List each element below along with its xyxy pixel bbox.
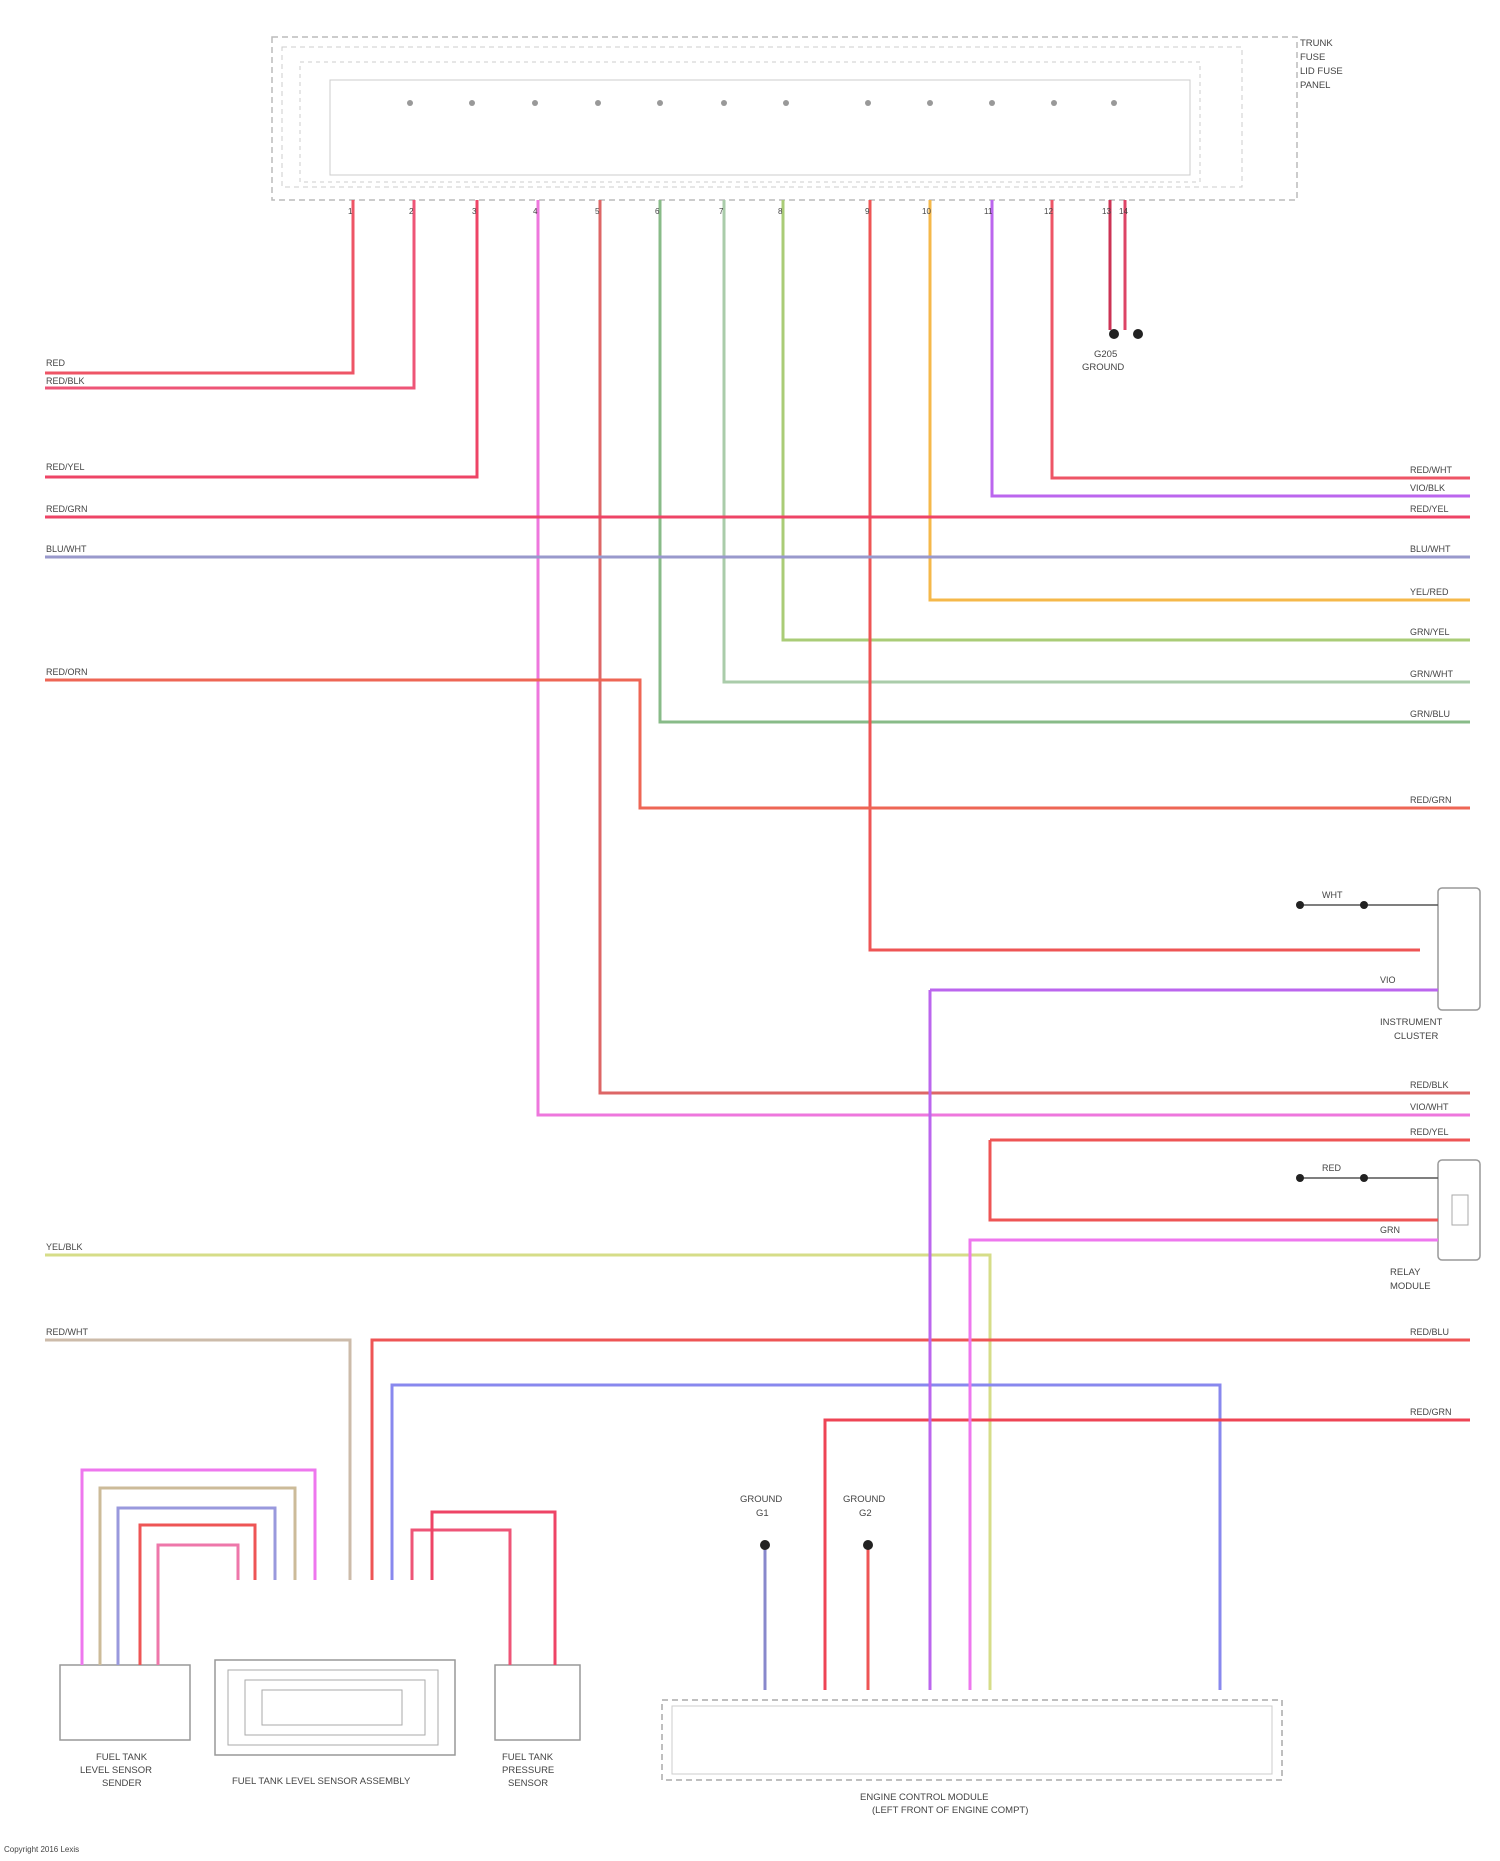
instr-cluster-label-2: CLUSTER [1394, 1031, 1438, 1042]
relay-module: RELAY MODULE [970, 1140, 1480, 1690]
top-unit-terminals [407, 100, 1117, 106]
wire-red-yel-3 [45, 200, 477, 477]
left-wire-labels: RED RED/BLK RED/YEL RED/GRN BLU/WHT RED/… [46, 358, 88, 1337]
top-unit-label-2: FUSE [1300, 52, 1325, 63]
pin-11: 11 [984, 207, 993, 216]
right-label-11: RED/YEL [1410, 1127, 1449, 1137]
fuel-sensor-right-label-2: PRESSURE [502, 1765, 554, 1776]
pin-3: 3 [472, 207, 477, 216]
left-label-red-wht: RED/WHT [46, 1327, 88, 1337]
pin-7: 7 [719, 207, 724, 216]
footer: Copyright 2016 Lexis [4, 1845, 79, 1854]
right-label-4: YEL/RED [1410, 587, 1449, 597]
right-label-2: RED/YEL [1410, 504, 1449, 514]
left-label-red-orn: RED/ORN [46, 667, 88, 677]
bottom-unit-label-1: ENGINE CONTROL MODULE [860, 1792, 988, 1803]
pin-4: 4 [533, 207, 538, 216]
right-label-10: VIO/WHT [1410, 1102, 1449, 1112]
ground-2-label-1: GROUND [843, 1494, 885, 1505]
wire-yel-blk-through [45, 1255, 990, 1690]
right-label-12: RED/BLU [1410, 1327, 1449, 1337]
wire-red-12 [1052, 200, 1470, 478]
top-unit-label-1: TRUNK [1300, 38, 1333, 49]
right-label-5: GRN/YEL [1410, 627, 1450, 637]
pin-9: 9 [865, 207, 870, 216]
pin-1: 1 [348, 207, 353, 216]
right-label-7: GRN/BLU [1410, 709, 1450, 719]
bottom-unit: ENGINE CONTROL MODULE (LEFT FRONT OF ENG… [662, 1700, 1282, 1816]
fuel-sensor-left-label-3: SENDER [102, 1778, 142, 1789]
right-label-6: GRN/WHT [1410, 669, 1453, 679]
pin-13: 13 [1102, 207, 1111, 216]
misc-label-0: WHT [1322, 890, 1343, 900]
fuel-sensor-left: FUEL TANK LEVEL SENSOR SENDER [60, 1470, 315, 1789]
fuel-sensor-right: FUEL TANK PRESSURE SENSOR [412, 1512, 580, 1789]
misc-label-2: VIO [1380, 975, 1396, 985]
fuel-sensor-right-label-1: FUEL TANK [502, 1752, 554, 1763]
instr-cluster-label-1: INSTRUMENT [1380, 1017, 1442, 1028]
fuel-pump-assembly: FUEL TANK LEVEL SENSOR ASSEMBLY [215, 1660, 455, 1787]
wire-red-blk-2 [45, 200, 414, 388]
bottom-unit-label-2: (LEFT FRONT OF ENGINE COMPT) [872, 1805, 1028, 1816]
pin-8: 8 [778, 207, 783, 216]
wire-red-ecm-2 [372, 1340, 1470, 1580]
right-label-8: RED/GRN [1410, 795, 1452, 805]
pin-10: 10 [922, 207, 931, 216]
wire-vio-4 [538, 200, 1470, 1115]
ground-top-label-1: G205 [1094, 349, 1117, 360]
relay-label-2: MODULE [1390, 1281, 1431, 1292]
right-label-0: RED/WHT [1410, 465, 1452, 475]
misc-label-1: RED [1322, 1163, 1342, 1173]
pin-12: 12 [1044, 207, 1053, 216]
fuel-pump-assembly-label: FUEL TANK LEVEL SENSOR ASSEMBLY [232, 1776, 411, 1787]
top-drop-wires [45, 200, 1470, 1115]
left-label-red: RED [46, 358, 66, 368]
wire-red-1 [45, 200, 353, 373]
ground-1-label-2: G1 [756, 1508, 769, 1519]
wire-red-9 [870, 200, 1420, 950]
right-label-9: RED/BLK [1410, 1080, 1449, 1090]
fuel-sensor-left-label-1: FUEL TANK [96, 1752, 148, 1763]
ground-bottom: GROUND G1 GROUND G2 [740, 1494, 885, 1690]
ground-2-label-2: G2 [859, 1508, 872, 1519]
fuel-sensor-right-label-3: SENSOR [508, 1778, 548, 1789]
misc-label-3: GRN [1380, 1225, 1400, 1235]
right-label-3: BLU/WHT [1410, 544, 1451, 554]
misc-labels: WHT RED VIO GRN [1322, 890, 1400, 1235]
left-label-red-blk: RED/BLK [46, 376, 85, 386]
ground-top-label-2: GROUND [1082, 362, 1124, 373]
top-unit: TRUNK FUSE LID FUSE PANEL [272, 37, 1343, 200]
top-unit-label-3: LID FUSE [1300, 66, 1343, 77]
wire-grn-wht-7 [724, 200, 1470, 682]
right-label-1: VIO/BLK [1410, 483, 1445, 493]
left-label-red-yel: RED/YEL [46, 462, 85, 472]
wire-yel-10 [930, 200, 1470, 600]
pin-2: 2 [409, 207, 414, 216]
pin-14: 14 [1119, 207, 1128, 216]
left-label-blu-wht: BLU/WHT [46, 544, 87, 554]
pin-numbers: 1 2 3 4 5 6 7 8 9 10 11 12 13 14 [348, 207, 1128, 216]
fuel-sensor-left-label-2: LEVEL SENSOR [80, 1765, 152, 1776]
ground-top: G205 GROUND [1082, 329, 1143, 373]
pin-6: 6 [655, 207, 660, 216]
wire-blu-ecm [392, 1385, 1220, 1690]
top-unit-label-4: PANEL [1300, 80, 1330, 91]
pin-5: 5 [595, 207, 600, 216]
left-label-yel-blk: YEL/BLK [46, 1242, 83, 1252]
relay-label-1: RELAY [1390, 1267, 1421, 1278]
wire-vio-11 [992, 200, 1470, 496]
wire-red-orn-through [45, 680, 1470, 808]
right-label-13: RED/GRN [1410, 1407, 1452, 1417]
wire-red-ecm-3 [825, 1420, 1470, 1690]
left-label-red-grn: RED/GRN [46, 504, 88, 514]
wire-red-grn-5 [600, 200, 1470, 1093]
ground-1-label-1: GROUND [740, 1494, 782, 1505]
